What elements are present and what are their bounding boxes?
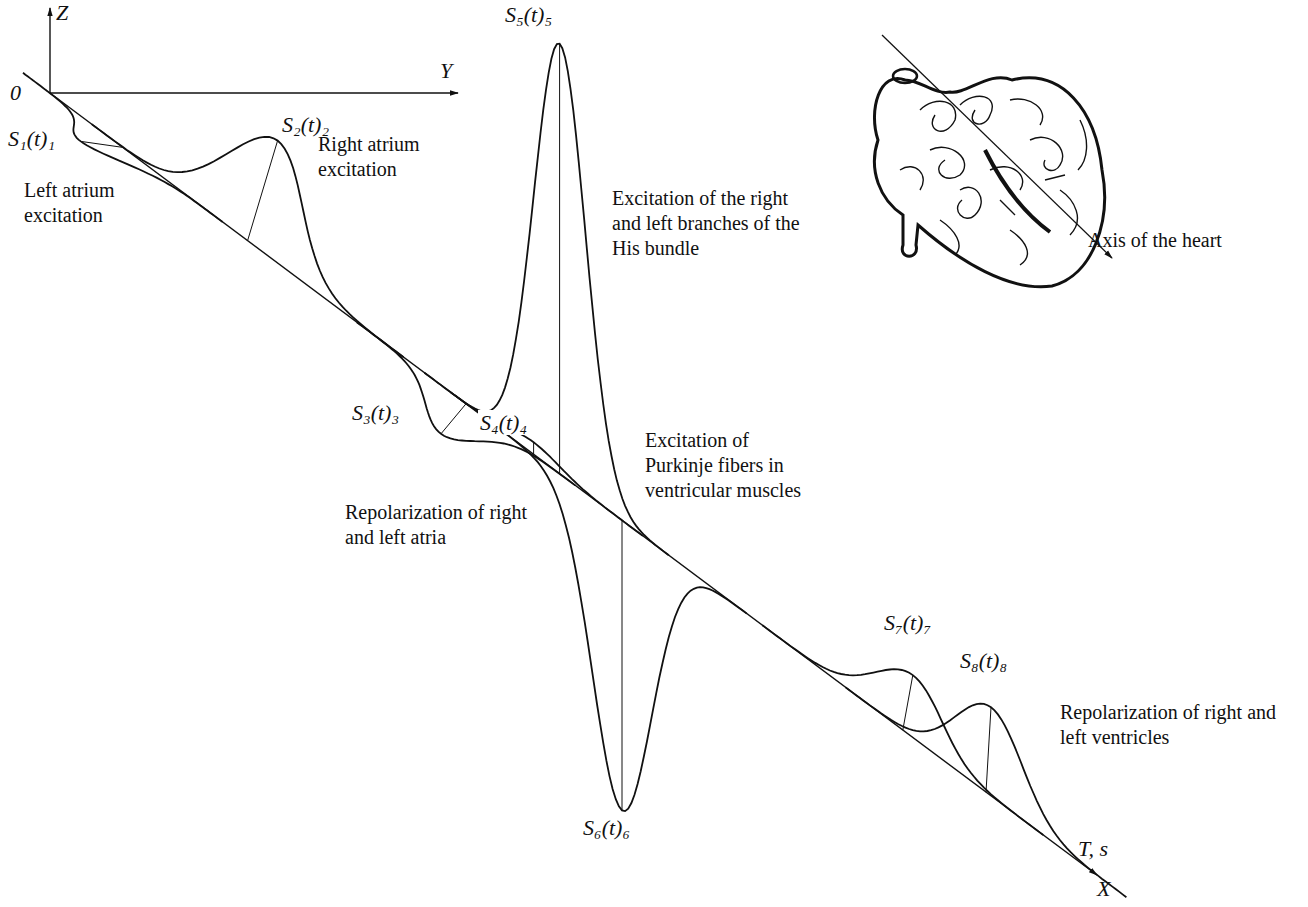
axis-name: T, s — [1078, 836, 1108, 861]
axis-name: X — [1097, 876, 1110, 901]
wave-stem — [622, 520, 623, 810]
wave-stem — [533, 442, 534, 454]
component-note: Right atrium excitation — [318, 132, 458, 182]
aorta-opening — [893, 69, 917, 83]
z-axis — [49, 8, 50, 93]
signal-name: S₇(t)₇ — [884, 610, 931, 635]
component-note: Repolarization of right and left ventric… — [1060, 700, 1300, 750]
signal-name: S₆(t)₆ — [583, 815, 630, 840]
component-note: Repolarization of right and left atria — [345, 500, 545, 550]
heart-axis — [882, 35, 1112, 258]
signal-name: S₈(t)₈ — [960, 648, 1007, 673]
origin-mark: 0 — [10, 80, 21, 105]
heart-drawing — [874, 35, 1112, 287]
heart-fibers — [900, 96, 1087, 265]
wave-stem — [248, 141, 278, 241]
heart-axis-label: Axis of the heart — [1088, 228, 1222, 253]
wave-stem — [986, 707, 991, 792]
wave-s5 — [450, 44, 668, 556]
wave-stem — [559, 44, 560, 474]
signal-name: S₁(t)₁ — [8, 126, 55, 151]
component-note: Excitation of Purkinje fibers in ventric… — [645, 428, 815, 503]
wave-stem — [903, 675, 913, 730]
heart-outline — [874, 78, 1104, 287]
component-note: Excitation of the right and left branche… — [612, 186, 812, 261]
component-note: Left atrium excitation — [24, 178, 159, 228]
signal-name: S₄(t)₄ — [478, 410, 529, 435]
signal-name: S₃(t)₃ — [352, 400, 399, 425]
axis-name: Y — [440, 58, 452, 83]
wave-stem — [441, 404, 466, 434]
y-axis — [50, 92, 458, 93]
heart-septum — [985, 150, 1050, 232]
wave-s7 — [762, 625, 1043, 835]
waveforms — [23, 44, 1126, 898]
signal-name: S₅(t)₅ — [505, 2, 552, 27]
axis-name: Z — [56, 0, 68, 25]
